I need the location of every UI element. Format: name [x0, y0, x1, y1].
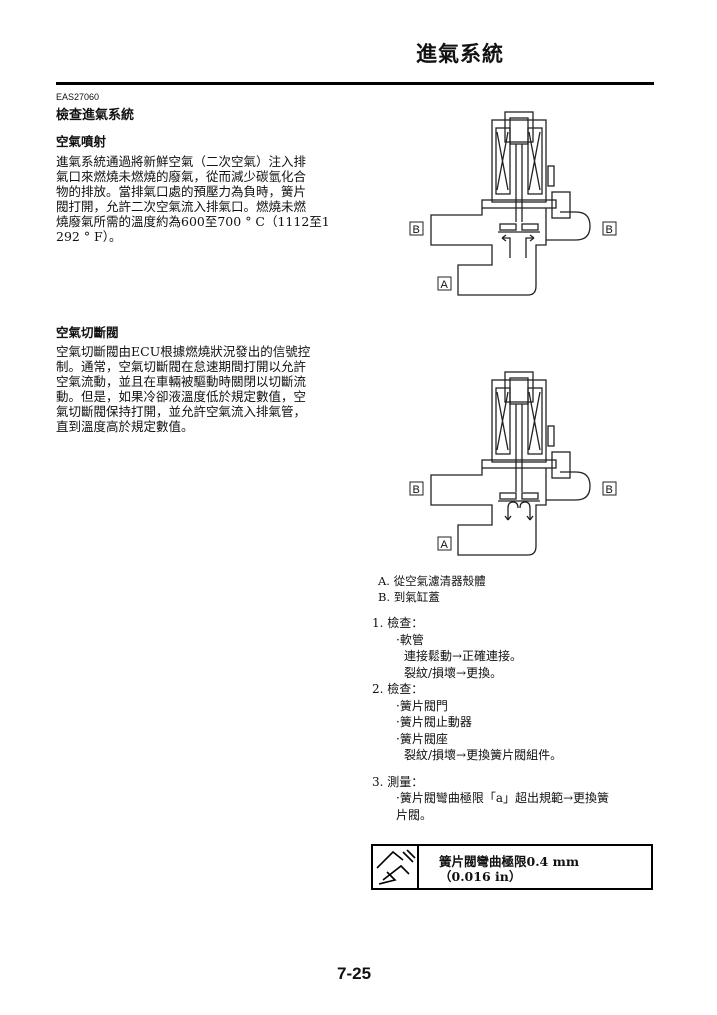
- text-line: 292 ° F）。: [56, 229, 122, 244]
- label-b-left: B: [413, 484, 420, 496]
- step-1-item: ·軟管: [396, 632, 424, 647]
- step-1-detail: 連接鬆動→正確連接。: [404, 649, 523, 663]
- section-title: 檢查進氣系統: [56, 108, 135, 123]
- label-b-left: B: [413, 224, 420, 236]
- text-line: 物的排放。當排氣口處的預壓力為負時，簧片: [56, 184, 307, 199]
- spec-text: 簧片閥彎曲極限0.4 mm （0.016 in）: [439, 854, 579, 884]
- text-line: 空氣流動，並且在車輛被驅動時關閉以切斷流: [56, 374, 307, 389]
- air-cutoff-section: 空氣切斷閥 空氣切斷閥由ECU根據燃燒狀況發出的信號控 制。通常，空氣切斷閥在怠…: [56, 322, 338, 434]
- label-b-right: B: [606, 224, 613, 236]
- step-2-item: ·簧片閥門: [396, 698, 448, 713]
- text-line: 氣口來燃燒未燃燒的廢氣，從而減少碳氫化合: [56, 169, 307, 184]
- step-2-item: ·簧片閥止動器: [396, 715, 472, 729]
- text-line: 進氣系統通過將新鮮空氣（二次空氣）注入排: [56, 154, 307, 169]
- section-code: EAS27060: [56, 92, 100, 102]
- step-2-item: ·簧片閥座: [396, 731, 448, 746]
- air-cutoff-title: 空氣切斷閥: [56, 325, 119, 340]
- diagram-legend: A. 從空氣濾清器殼體 B. 到氣缸蓋: [378, 573, 486, 605]
- air-cutoff-paragraph: 空氣切斷閥由ECU根據燃燒狀況發出的信號控 制。通常，空氣切斷閥在怠速期間打開以…: [56, 344, 338, 434]
- text-line: 直到溫度高於規定數值。: [56, 419, 194, 434]
- text-line: 氣切斷閥保持打開，並允許空氣流入排氣管，: [56, 404, 307, 419]
- spec-box: 簧片閥彎曲極限0.4 mm （0.016 in）: [371, 844, 653, 890]
- step-3-title: 3. 測量：: [372, 774, 424, 789]
- legend-item-a: A. 從空氣濾清器殼體: [378, 574, 486, 588]
- header-divider: [56, 82, 654, 85]
- step-2-title: 2. 檢查：: [372, 682, 424, 696]
- page-number: 7-25: [337, 964, 372, 983]
- step-2-detail: 裂紋/損壞→更換簧片閥組件。: [404, 748, 563, 762]
- air-injection-title: 空氣噴射: [56, 134, 107, 149]
- step-1-detail: 裂紋/損壞→更換。: [404, 665, 503, 680]
- page-header-title: 進氣系統: [416, 41, 504, 66]
- step-3-line: ·簧片閥彎曲極限「a」超出規範→更換簧: [396, 791, 610, 805]
- legend-item-b: B. 到氣缸蓋: [378, 590, 440, 604]
- text-line: 制。通常，空氣切斷閥在怠速期間打開以允許: [56, 359, 307, 374]
- step-3-line: 片閥。: [396, 807, 433, 822]
- spec-line-1: 簧片閥彎曲極限0.4 mm: [439, 854, 580, 869]
- text-line: 燒廢氣所需的溫度約為600至700 ° C（1112至1: [56, 214, 330, 229]
- air-injection-section: 空氣噴射 進氣系統通過將新鮮空氣（二次空氣）注入排 氣口來燃燒未燃燒的廢氣，從而…: [56, 131, 338, 244]
- text-line: 動。但是，如果冷卻液溫度低於規定數值，空: [56, 389, 307, 404]
- label-a: A: [441, 539, 449, 551]
- label-b-right: B: [606, 484, 613, 496]
- valve-diagram-open: B B A: [409, 371, 617, 556]
- air-injection-paragraph: 進氣系統通過將新鮮空氣（二次空氣）注入排 氣口來燃燒未燃燒的廢氣，從而減少碳氫化…: [56, 154, 338, 244]
- step-1-title: 1. 檢查：: [372, 616, 424, 630]
- caliper-icon: [373, 846, 419, 888]
- text-line: 閥打開，允許二次空氣流入排氣口。燃燒未燃: [56, 199, 307, 214]
- label-a: A: [441, 279, 449, 291]
- spec-line-2: （0.016 in）: [439, 869, 522, 884]
- valve-diagram-closed: B B A: [409, 111, 617, 296]
- inspection-steps: 1. 檢查： ·軟管 連接鬆動→正確連接。 裂紋/損壞→更換。 2. 檢查： ·…: [372, 615, 662, 823]
- text-line: 空氣切斷閥由ECU根據燃燒狀況發出的信號控: [56, 344, 311, 359]
